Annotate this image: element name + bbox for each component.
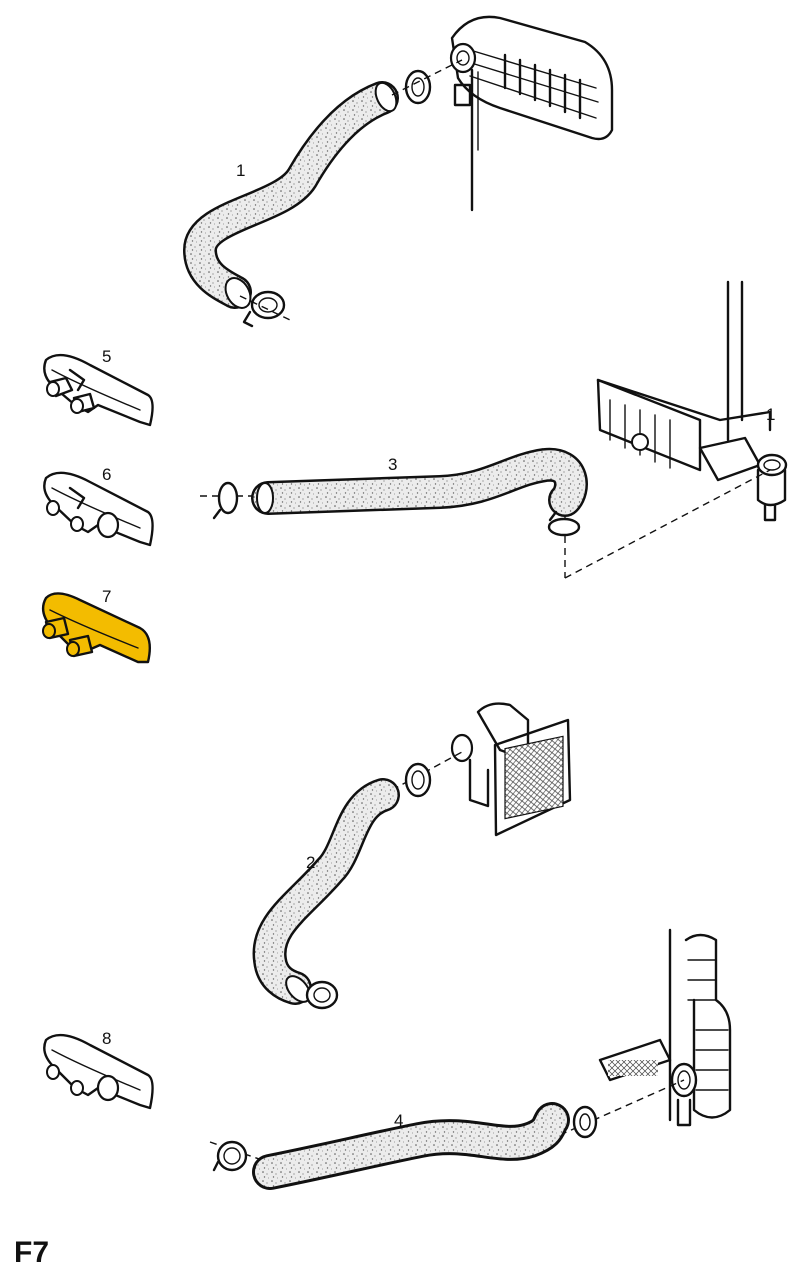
label-pipe-6: 6 (102, 465, 111, 484)
label-hose-1: 1 (236, 161, 245, 180)
radiator-lower-middle (450, 702, 572, 837)
hose-3-clamp-left (212, 481, 239, 520)
hose-4-axis-right (559, 1079, 685, 1136)
hose-2-clamp-top (404, 762, 432, 798)
hose-4[interactable] (252, 1102, 570, 1190)
label-pipe-8: 8 (102, 1029, 111, 1048)
label-hose-4: 4 (394, 1111, 403, 1130)
hose-2[interactable] (252, 778, 400, 1006)
hose-1-clamp-bottom (242, 290, 286, 328)
connector-pipe-7[interactable] (41, 592, 151, 664)
figure-label: F7 (14, 1236, 49, 1269)
connector-pipe-6[interactable] (43, 471, 154, 547)
hose-1-axis-top (391, 59, 463, 96)
hose-3-clamp-right (547, 510, 581, 537)
hose-4-clamp-left (212, 1140, 248, 1172)
hose-3-axis-right (564, 469, 771, 579)
hose-1[interactable] (183, 80, 400, 313)
hose-3[interactable] (251, 447, 588, 517)
hose-2-clamp-bottom (305, 980, 339, 1010)
hose-1-clamp-top (404, 69, 432, 105)
connector-pipe-5[interactable] (43, 353, 154, 427)
radiator-top (449, 15, 614, 212)
connector-pipe-8[interactable] (43, 1033, 154, 1110)
label-hose-2: 2 (306, 853, 315, 872)
label-pipe-5: 5 (102, 347, 111, 366)
radiator-bottom (598, 928, 732, 1127)
hose-4-clamp-right (572, 1105, 598, 1139)
label-pipe-7: 7 (102, 587, 111, 606)
label-hose-3: 3 (388, 455, 397, 474)
radiator-middle (596, 280, 788, 522)
hose-1-axis-bottom (239, 295, 291, 321)
callout-radiator-connection: 1 (766, 405, 775, 424)
